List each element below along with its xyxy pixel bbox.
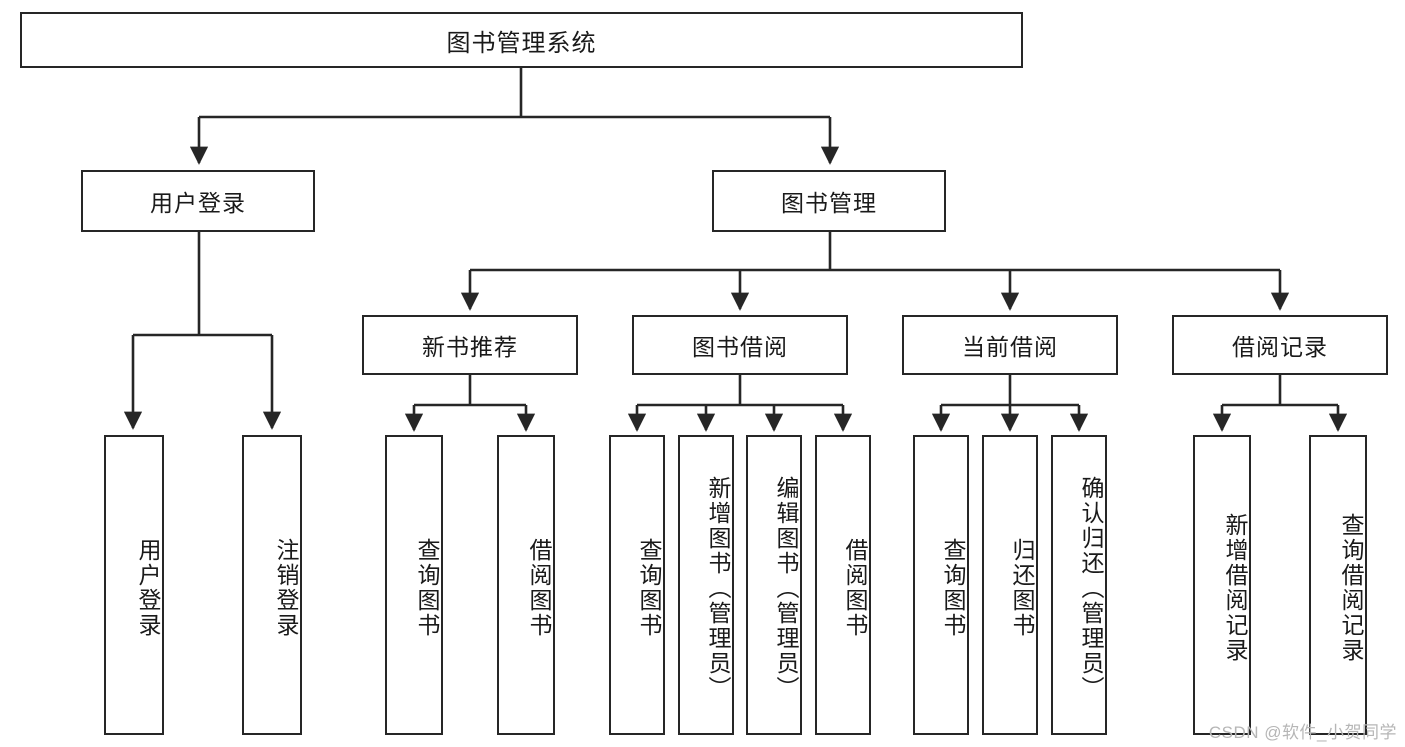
leaf-current-borrow-confirm-return[interactable]: 确认归还（管理员） [1051, 435, 1107, 735]
leaf-book-borrow-edit[interactable]: 编辑图书（管理员） [746, 435, 802, 735]
leaf-user-login-logout[interactable]: 注销登录 [242, 435, 302, 735]
node-user-login[interactable]: 用户登录 [81, 170, 315, 232]
leaf-book-borrow-add[interactable]: 新增图书（管理员） [678, 435, 734, 735]
watermark-text: CSDN @软件_小贺同学 [1208, 723, 1397, 742]
node-new-book-recommend[interactable]: 新书推荐 [362, 315, 578, 375]
node-book-borrow[interactable]: 图书借阅 [632, 315, 848, 375]
node-current-borrow[interactable]: 当前借阅 [902, 315, 1118, 375]
leaf-borrow-record-add[interactable]: 新增借阅记录 [1193, 435, 1251, 735]
leaf-current-borrow-query[interactable]: 查询图书 [913, 435, 969, 735]
leaf-user-login-login[interactable]: 用户登录 [104, 435, 164, 735]
leaf-current-borrow-return[interactable]: 归还图书 [982, 435, 1038, 735]
node-book-management[interactable]: 图书管理 [712, 170, 946, 232]
node-borrow-record[interactable]: 借阅记录 [1172, 315, 1388, 375]
node-root-library-system[interactable]: 图书管理系统 [20, 12, 1023, 68]
leaf-book-borrow-borrow[interactable]: 借阅图书 [815, 435, 871, 735]
leaf-new-book-borrow[interactable]: 借阅图书 [497, 435, 555, 735]
leaf-book-borrow-query[interactable]: 查询图书 [609, 435, 665, 735]
leaf-new-book-query[interactable]: 查询图书 [385, 435, 443, 735]
leaf-borrow-record-query[interactable]: 查询借阅记录 [1309, 435, 1367, 735]
